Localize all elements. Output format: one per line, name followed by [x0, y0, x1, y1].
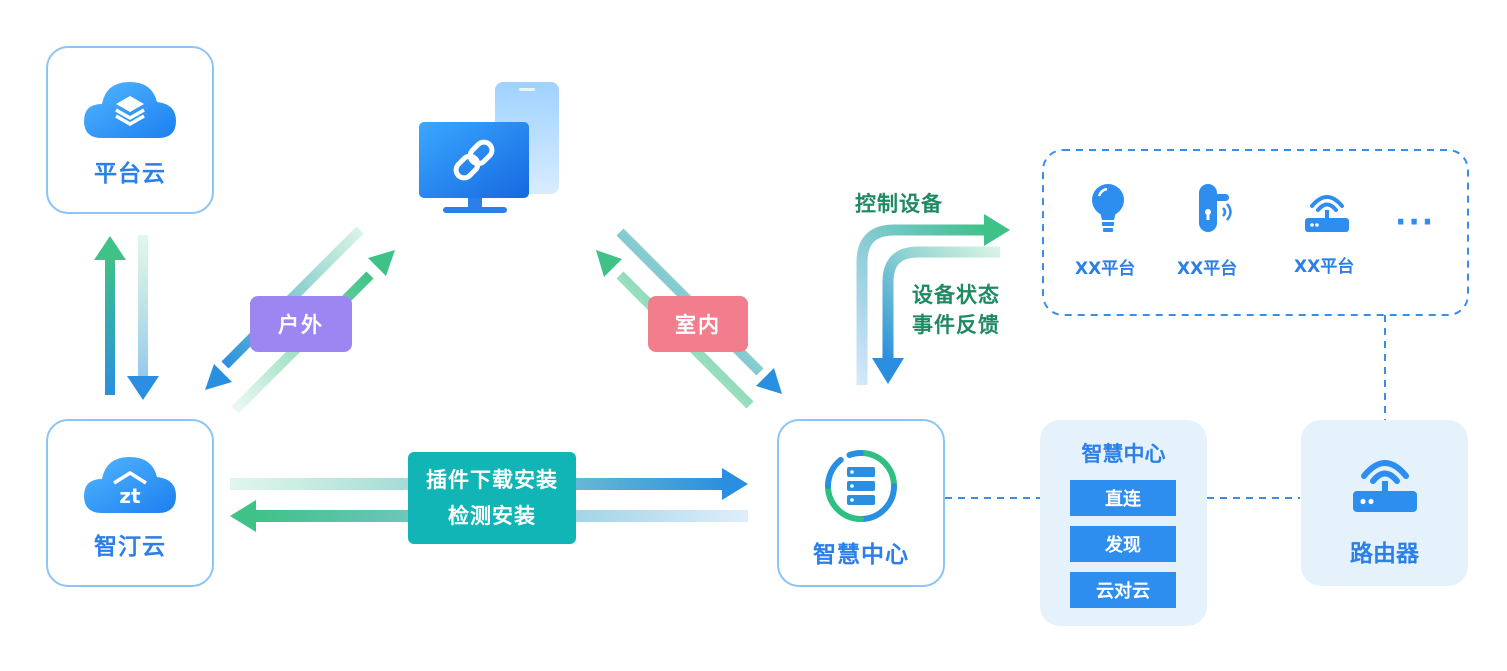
layers-cloud-icon — [84, 82, 176, 138]
router-icon — [1353, 460, 1417, 512]
smart-center-node[interactable]: 智慧中心 — [777, 419, 945, 587]
control-device-label: 控制设备 — [855, 192, 943, 216]
hub-modes-panel: 智慧中心 直连 发现 云对云 — [1040, 420, 1207, 626]
zhiting-cloud-label: 智汀云 — [94, 534, 166, 560]
feedback-line-2: 事件反馈 — [912, 313, 1000, 337]
feedback-label: 设备状态 事件反馈 — [912, 280, 1000, 340]
door-lock-icon — [1199, 184, 1232, 232]
indoor-tag: 室内 — [648, 296, 748, 352]
server-ring-icon — [825, 450, 897, 522]
zt-cloud-icon: zt — [84, 457, 176, 513]
mode-discover-button[interactable]: 发现 — [1070, 526, 1176, 562]
cloud-link-arrows — [94, 235, 159, 400]
plugin-detect-text: 检测安装 — [448, 504, 536, 528]
svg-text:zt: zt — [119, 484, 141, 508]
plugin-install-label: 插件下载安装 检测安装 — [408, 452, 576, 544]
plugin-download-text: 插件下载安装 — [426, 468, 558, 492]
smart-center-label: 智慧中心 — [813, 542, 909, 568]
outdoor-tag: 户外 — [250, 296, 352, 352]
more-devices-indicator: ··· — [1395, 205, 1436, 240]
device-item[interactable]: XX平台 — [1175, 182, 1245, 282]
dashed-connections — [945, 149, 1469, 499]
device-label: XX平台 — [1177, 259, 1238, 279]
control-feedback-arrows — [856, 214, 1010, 385]
mode-direct-button[interactable]: 直连 — [1070, 480, 1176, 516]
device-item[interactable]: XX平台 — [1070, 182, 1140, 282]
hub-panel-title: 智慧中心 — [1081, 442, 1166, 466]
router-device-icon — [1305, 195, 1349, 232]
client-device-illustration — [415, 80, 565, 220]
router-node[interactable]: 路由器 — [1301, 420, 1468, 586]
mode-cloud-to-cloud-button[interactable]: 云对云 — [1070, 572, 1176, 608]
platform-cloud-label: 平台云 — [94, 161, 166, 187]
device-item[interactable]: XX平台 — [1292, 182, 1362, 282]
platform-cloud-node[interactable]: 平台云 — [46, 46, 214, 214]
device-label: XX平台 — [1294, 257, 1355, 277]
bulb-icon — [1092, 184, 1124, 232]
monitor-link-icon — [419, 82, 559, 213]
router-label: 路由器 — [1350, 541, 1419, 567]
device-label: XX平台 — [1075, 259, 1136, 279]
feedback-line-1: 设备状态 — [912, 283, 1000, 307]
zhiting-cloud-node[interactable]: zt 智汀云 — [46, 419, 214, 587]
